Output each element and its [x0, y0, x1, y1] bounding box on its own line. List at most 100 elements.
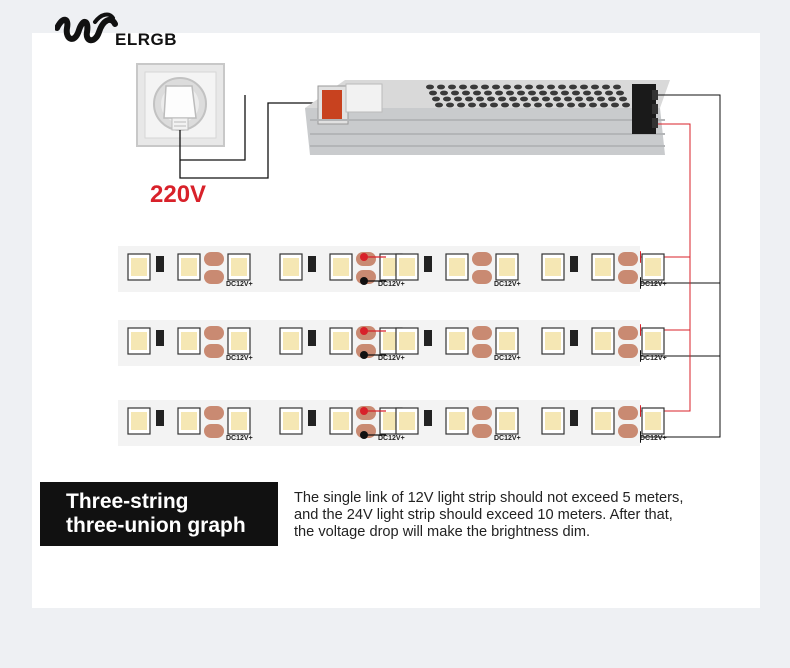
led-phosphor [645, 258, 661, 276]
vent-hole [531, 96, 539, 102]
vent-hole [487, 96, 495, 102]
solder-pad [204, 326, 224, 340]
vent-hole [597, 96, 605, 102]
title-line-2: three-union graph [66, 514, 246, 537]
vent-hole [523, 102, 531, 108]
solder-pad [618, 344, 638, 358]
strip-voltage-label: DC12V+ [494, 435, 521, 442]
vent-hole [503, 84, 511, 90]
led-phosphor [181, 412, 197, 430]
vent-hole [550, 90, 558, 96]
vent-hole [495, 90, 503, 96]
vent-hole [605, 90, 613, 96]
vent-hole [517, 90, 525, 96]
vent-hole [448, 84, 456, 90]
solder-pad [204, 252, 224, 266]
led-phosphor [333, 332, 349, 350]
vent-hole [534, 102, 542, 108]
vent-hole [589, 102, 597, 108]
led-phosphor [231, 258, 247, 276]
vent-hole [492, 84, 500, 90]
led-phosphor [131, 258, 147, 276]
vent-hole [476, 96, 484, 102]
solder-pad [472, 252, 492, 266]
solder-pad [472, 344, 492, 358]
vent-hole [553, 96, 561, 102]
vent-hole [583, 90, 591, 96]
vent-hole [465, 96, 473, 102]
led-phosphor [645, 412, 661, 430]
strip-voltage-label: DC12V+ [226, 435, 253, 442]
led-phosphor [383, 412, 399, 430]
solder-pad [618, 326, 638, 340]
vent-hole [586, 96, 594, 102]
vent-hole [528, 90, 536, 96]
vent-hole [481, 84, 489, 90]
led-phosphor [283, 412, 299, 430]
solder-pad [618, 424, 638, 438]
description-text: The single link of 12V light strip shoul… [294, 490, 764, 541]
vent-hole [616, 90, 624, 96]
elrgb-wave-logo [55, 12, 118, 44]
led-phosphor [499, 412, 515, 430]
led-phosphor [499, 258, 515, 276]
vent-hole [611, 102, 619, 108]
vent-hole [539, 90, 547, 96]
vent-hole [578, 102, 586, 108]
voltage-label: 220V [150, 181, 207, 208]
strip-voltage-label: DC12V+ [640, 355, 667, 362]
resistor [424, 410, 432, 426]
strip-voltage-label: DC12V+ [494, 281, 521, 288]
vent-hole [525, 84, 533, 90]
vent-hole [520, 96, 528, 102]
dc-output-wires [640, 94, 721, 438]
vent-hole [561, 90, 569, 96]
vent-hole [591, 84, 599, 90]
strip-voltage-label: DC12V+ [378, 355, 405, 362]
vent-hole [622, 102, 630, 108]
led-phosphor [449, 412, 465, 430]
vent-hole [567, 102, 575, 108]
ac-input-wires [179, 95, 318, 179]
strip-voltage-label: DC12V+ [226, 355, 253, 362]
vent-hole [498, 96, 506, 102]
vent-hole [613, 84, 621, 90]
vent-hole [545, 102, 553, 108]
led-phosphor [449, 332, 465, 350]
vent-hole [547, 84, 555, 90]
led-phosphor [545, 332, 561, 350]
resistor [424, 330, 432, 346]
vent-hole [619, 96, 627, 102]
strip-voltage-label: DC12V+ [640, 435, 667, 442]
led-phosphor [449, 258, 465, 276]
vent-hole [484, 90, 492, 96]
resistor [308, 256, 316, 272]
vent-hole [454, 96, 462, 102]
vent-hole [509, 96, 517, 102]
vent-hole [580, 84, 588, 90]
solder-pad [204, 424, 224, 438]
resistor [156, 256, 164, 272]
vent-hole [468, 102, 476, 108]
led-phosphor [231, 412, 247, 430]
vent-hole [602, 84, 610, 90]
led-strip: DC12V+DC12V+DC12V+DC12V+ [118, 400, 667, 446]
description-line-3: the voltage drop will make the brightnes… [294, 524, 591, 540]
solder-pad [472, 270, 492, 284]
vent-hole [457, 102, 465, 108]
led-phosphor [595, 412, 611, 430]
resistor [308, 330, 316, 346]
vent-hole [600, 102, 608, 108]
led-phosphor [231, 332, 247, 350]
strip-voltage-label: DC12V+ [640, 281, 667, 288]
led-phosphor [181, 332, 197, 350]
led-phosphor [645, 332, 661, 350]
vent-hole [426, 84, 434, 90]
description-line-1: The single link of 12V light strip shoul… [294, 490, 684, 506]
solder-pad [472, 424, 492, 438]
vent-hole [443, 96, 451, 102]
led-phosphor [399, 332, 415, 350]
vent-hole [501, 102, 509, 108]
vent-hole [556, 102, 564, 108]
graph-title: Three-string three-union graph [40, 482, 278, 546]
